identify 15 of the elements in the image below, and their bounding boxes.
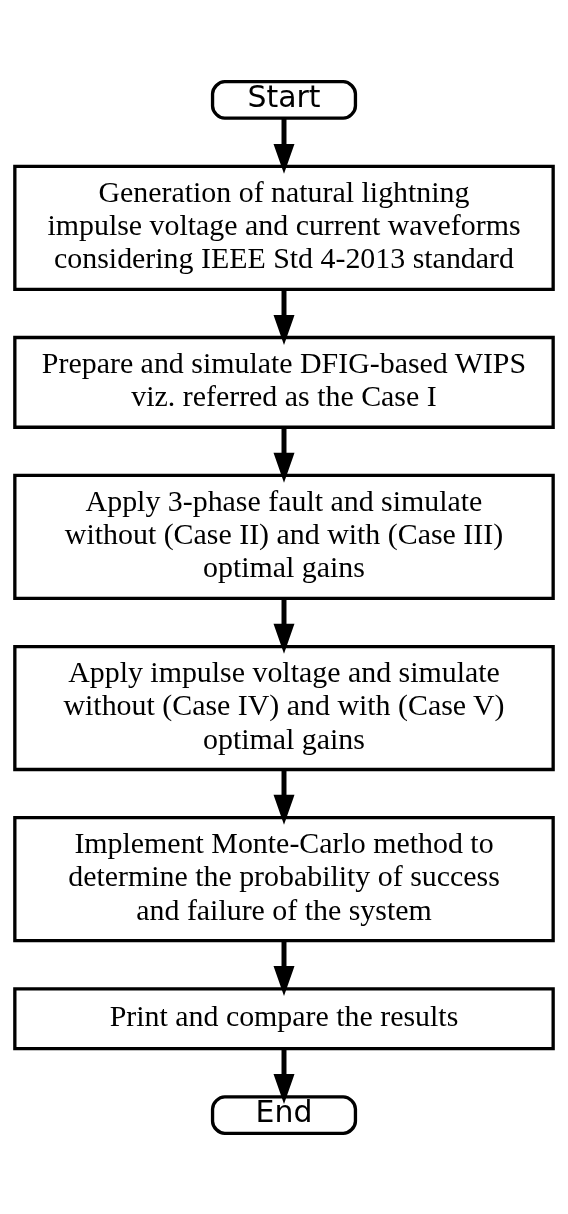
arrow (273, 940, 295, 996)
node-box: Start (210, 79, 358, 120)
node-box: Prepare and simulate DFIG-based WIPS viz. referred as the Case I (13, 335, 555, 429)
node-box: Generation of natural lightning impulse voltage and current waveforms considering IEEE Std 4-2013 standard (13, 164, 555, 291)
arrow (273, 427, 295, 483)
arrow (273, 1048, 295, 1104)
node-box: Print and compare the results (13, 986, 555, 1050)
node-box: Apply 3-phase fault and simulate without (Case II) and with (Case III) optimal gains (13, 473, 555, 600)
arrow (273, 598, 295, 654)
arrow (273, 117, 295, 174)
node-box: End (210, 1094, 358, 1135)
node-box: Apply impulse voltage and simulate without (Case IV) and with (Case V) optimal gains (13, 644, 555, 771)
node-box: Implement Monte-Carlo method to determine the probability of success and failure of the system (13, 815, 555, 942)
arrow (273, 769, 295, 825)
arrow (273, 289, 295, 345)
